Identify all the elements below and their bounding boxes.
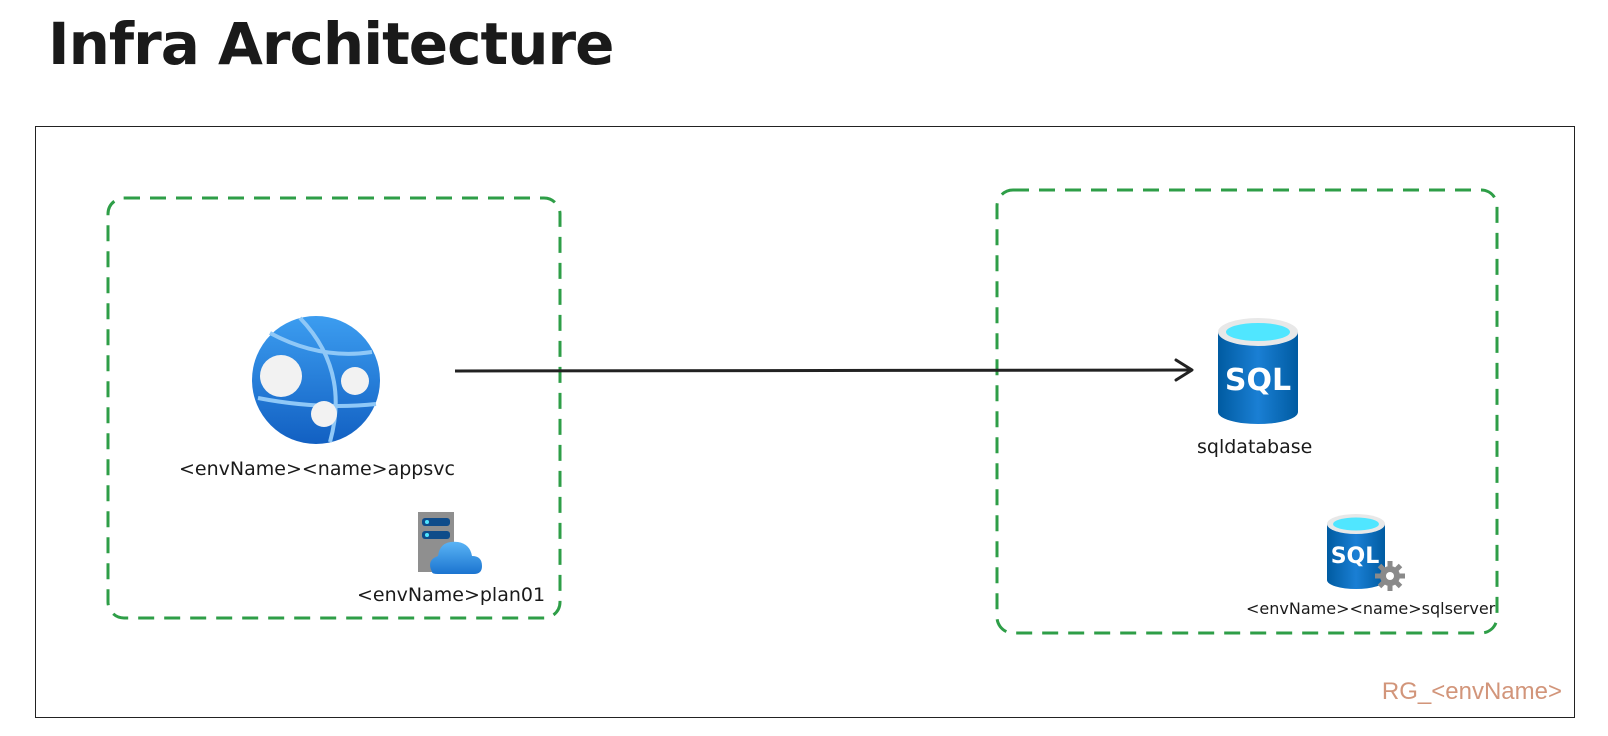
sql-server-label: <envName><name>sqlserver bbox=[1246, 599, 1496, 618]
app-tier-group bbox=[106, 196, 562, 620]
resource-group-box bbox=[35, 126, 1575, 718]
app-service-globe-icon bbox=[252, 316, 380, 444]
gear-icon bbox=[1375, 561, 1405, 591]
app-service-label: <envName><name>appsvc bbox=[179, 458, 455, 480]
sql-database-icon-text: SQL bbox=[1225, 363, 1291, 398]
app-service-plan-icon bbox=[418, 512, 482, 574]
sql-database-icon: SQL bbox=[1218, 318, 1298, 424]
app-service-plan-label: <envName>plan01 bbox=[357, 584, 546, 606]
sql-server-icon: SQL bbox=[1327, 514, 1405, 591]
resource-group-label: RG_<envName> bbox=[1381, 678, 1562, 705]
page-title: Infra Architecture bbox=[48, 10, 614, 78]
connection-arrow bbox=[454, 358, 1194, 382]
data-tier-group bbox=[995, 188, 1499, 635]
sql-server-icon-text: SQL bbox=[1331, 544, 1380, 569]
sql-database-label: sqldatabase bbox=[1197, 436, 1313, 458]
